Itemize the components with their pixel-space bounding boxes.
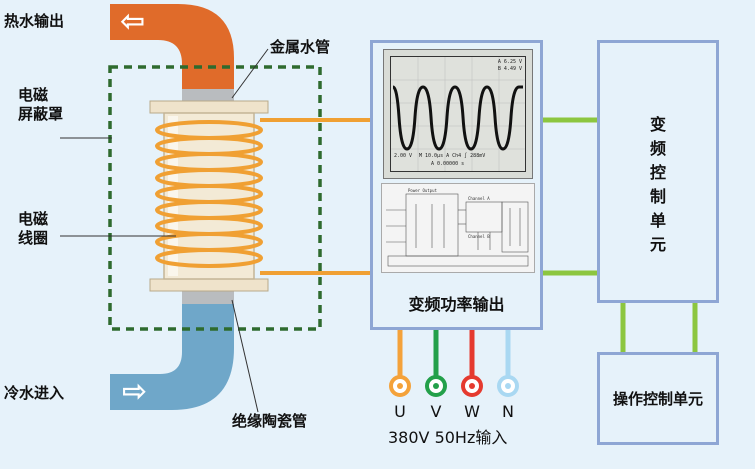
phase-wires (397, 330, 511, 378)
schematic-label-channel-a: Channel A (468, 196, 490, 201)
frequency-control-unit-box: 变 频 控 制 单 元 (597, 40, 719, 303)
operation-control-unit-box: 操作控制单元 (597, 352, 719, 445)
hot-water-output-label: 热水输出 (4, 12, 65, 30)
operation-control-unit-label: 操作控制单元 (612, 390, 703, 408)
scope-readout-b: B 4.49 V (497, 66, 522, 72)
phase-terminals (389, 375, 519, 397)
metal-pipe-label: 金属水管 (270, 38, 331, 56)
hot-water-out-arrow-icon: ⇦ (120, 4, 146, 39)
scope-readout-time: M 10.0µs A Ch4 ∫ 288mV (419, 153, 486, 159)
oscilloscope-display: A 6.25 V B 4.49 V 2.00 V M 10.0µs A Ch4 … (383, 49, 533, 179)
hot-water-pipe (110, 4, 234, 92)
schematic-label-channel-b: Channel B (468, 234, 490, 239)
phase-u-label: U (394, 402, 406, 421)
coil-label: 电磁 线圈 (18, 210, 49, 247)
scope-readout-volts: 2.00 V (394, 153, 413, 159)
circuit-schematic: Power Output Channel A Channel B (381, 183, 535, 273)
cold-water-input-label: 冷水进入 (4, 384, 65, 402)
label-leaders (60, 48, 269, 413)
phase-n-label: N (502, 402, 514, 421)
phase-w-label: W (464, 402, 480, 421)
frequency-control-unit-label: 变 频 控 制 单 元 (649, 115, 666, 254)
cold-water-in-arrow-icon: ⇨ (122, 374, 148, 409)
schematic-label-power: Power Output (408, 188, 437, 193)
oscilloscope-waveform (391, 57, 525, 171)
scope-readout-a: A 6.25 V (497, 59, 522, 65)
control-lines (543, 117, 698, 353)
shield-label: 电磁 屏蔽罩 (18, 86, 64, 123)
electromagnetic-shield (108, 65, 322, 331)
power-input-label: 380V 50Hz输入 (388, 428, 508, 447)
ceramic-pipe-label: 绝缘陶瓷管 (232, 412, 308, 430)
phase-v-label: V (430, 402, 442, 421)
induction-coil (155, 120, 263, 268)
flange-bottom (149, 278, 269, 292)
inverter-power-output-box: A 6.25 V B 4.49 V 2.00 V M 10.0µs A Ch4 … (370, 40, 543, 330)
flange-top (149, 100, 269, 114)
scope-readout-offset: A 0.00000 s (431, 161, 465, 167)
inverter-title: 变频功率输出 (408, 295, 505, 314)
